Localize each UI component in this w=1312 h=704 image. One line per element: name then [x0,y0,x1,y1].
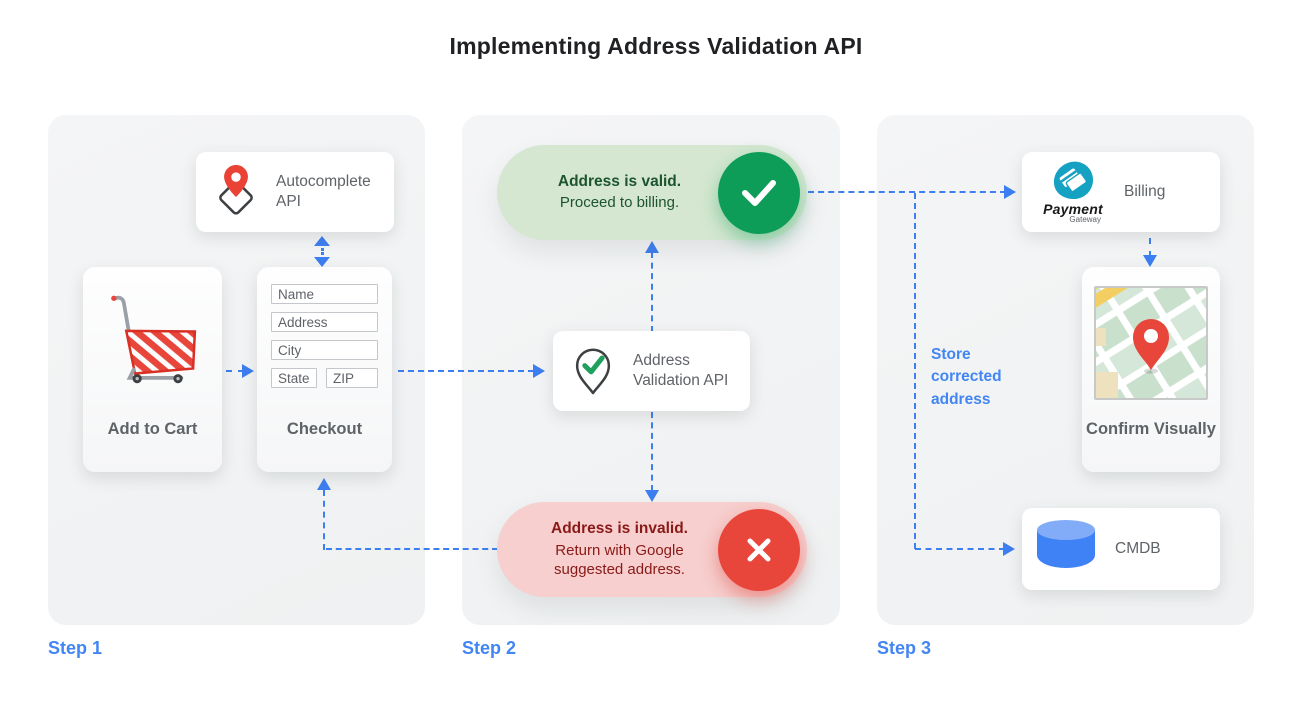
invalid-subtitle: Return with Google suggested address. [554,541,685,579]
step3-label: Step 3 [877,638,932,658]
checkout-card: Name Address City State ZIP Checkout [257,267,392,472]
arrow-validation-to-valid [651,252,653,332]
payment-gateway-logo-subtitle: Gateway [1069,215,1101,224]
checkout-label: Checkout [286,419,363,438]
state-field: State [271,368,317,388]
store-corrected-address-note: Store corrected address [931,346,1002,408]
page-title: Implementing Address Validation API [449,33,863,59]
arrow-store-branch-vertical [914,193,916,549]
arrow-stem [320,247,324,251]
arrow-valid-to-billing [808,191,1006,193]
confirm-visually-card: Confirm Visually [1082,267,1220,472]
arrowhead-right-icon [242,364,254,378]
arrow-store-to-cmdb [915,548,1005,550]
billing-card: Payment Gateway Billing [1022,152,1220,232]
billing-label: Billing [1124,182,1166,200]
add-to-cart-label: Add to Cart [107,419,198,438]
autocomplete-api-card: Autocomplete API [196,152,394,232]
cmdb-card: CMDB [1022,508,1220,590]
database-icon [1037,520,1095,578]
step1-label: Step 1 [48,638,103,658]
check-circle-icon [718,151,800,234]
cmdb-label: CMDB [1115,539,1161,557]
arrow-invalid-return-horizontal [326,548,498,550]
map-thumbnail [1094,286,1208,400]
arrowhead-right-icon [533,364,545,378]
arrowhead-down-icon [314,256,330,267]
autocomplete-api-label: Autocomplete API [276,172,371,210]
add-to-cart-card: Add to Cart [83,267,222,472]
arrow-stem [320,252,324,255]
map-pin-check-icon [568,342,618,401]
arrow-invalid-return-vertical [323,490,325,550]
payment-gateway-logo: Payment Gateway [1037,160,1109,224]
valid-title: Address is valid. [557,173,682,191]
arrow-cart-to-checkout [226,370,244,372]
address-valid-pill: Address is valid. Proceed to billing. [497,145,807,240]
confirm-visually-label: Confirm Visually [1086,419,1216,438]
zip-field: ZIP [326,368,378,388]
x-circle-icon [718,508,800,591]
address-validation-api-card: Address Validation API [553,331,750,411]
arrow-validation-to-invalid [651,412,653,491]
arrowhead-up-icon [645,241,659,253]
arrow-checkout-to-validation [398,370,534,372]
address-field: Address [271,312,378,332]
city-field: City [271,340,378,360]
arrowhead-down-icon [1143,255,1157,267]
shopping-cart-icon [103,289,203,390]
step2-label: Step 2 [462,638,517,658]
arrowhead-down-icon [645,490,659,502]
name-field: Name [271,284,378,304]
address-validation-api-label: Address Validation API [633,351,729,389]
arrowhead-up-icon [317,478,331,490]
invalid-title: Address is invalid. [551,520,688,538]
arrowhead-up-icon [314,236,330,246]
address-invalid-pill: Address is invalid. Return with Google s… [497,502,807,597]
bidirectional-arrow-checkout-autocomplete [314,236,330,267]
map-pin-diamond-icon [211,163,261,222]
payment-gateway-logo-title: Payment [1043,201,1103,217]
arrowhead-right-icon [1003,542,1015,556]
arrow-billing-to-confirm [1149,238,1151,257]
valid-subtitle: Proceed to billing. [559,194,680,212]
arrowhead-right-icon [1004,185,1016,199]
